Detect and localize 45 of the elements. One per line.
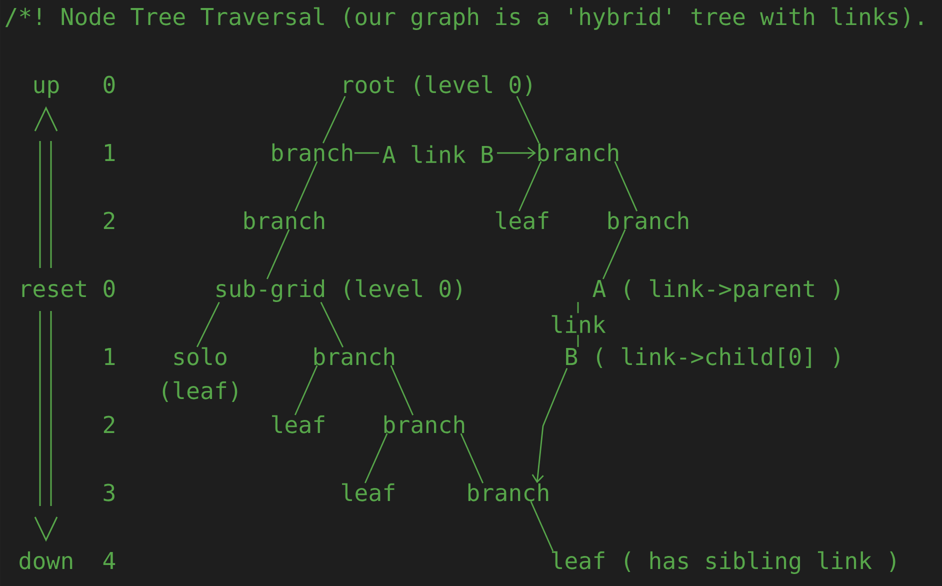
node-label: branch — [538, 143, 618, 162]
level-number: 0 — [104, 76, 115, 94]
tree-edge — [390, 365, 414, 416]
node-label: leaf ( has sibling link ) — [552, 551, 896, 574]
node-label: leaf — [496, 211, 548, 230]
node-label: branch — [272, 143, 352, 162]
level-number: 1 — [105, 144, 115, 161]
direction-label: reset — [22, 280, 86, 298]
tree-edge — [516, 96, 540, 144]
tree-edge — [322, 96, 346, 144]
tree-edge — [518, 161, 542, 212]
node-label: branch — [468, 483, 548, 502]
tree-edge — [460, 433, 484, 484]
tree-edge — [364, 433, 388, 484]
level-number: 1 — [105, 348, 115, 365]
node-label: B ( link->child[0] ) — [566, 347, 840, 368]
node-label: branch — [314, 347, 394, 366]
level-number: 2 — [104, 416, 114, 433]
tree-edge — [266, 229, 290, 280]
level-number: 2 — [104, 212, 114, 229]
tree-edge — [614, 161, 638, 212]
node-label: A ( link->parent ) — [592, 279, 840, 302]
tree-edge — [602, 229, 626, 280]
tree-edge — [294, 365, 318, 416]
node-label: leaf — [272, 415, 324, 434]
tree-edge — [196, 302, 220, 348]
tree-edge — [294, 161, 318, 212]
node-label: branch — [384, 415, 464, 434]
title-text: /*! Node Tree Traversal (our graph is a 'hybrid' tree with links). — [5, 7, 922, 30]
node-label: branch — [608, 211, 688, 230]
level-number: 0 — [104, 280, 115, 298]
direction-label: up — [34, 80, 59, 98]
level-number: 4 — [103, 552, 116, 569]
link-arrow — [532, 368, 568, 484]
edge-label: link — [547, 313, 609, 335]
node-label: leaf — [342, 483, 394, 502]
level-number: 3 — [104, 484, 114, 502]
node-label: solo (leaf) — [162, 347, 238, 402]
tree-edge — [320, 302, 344, 348]
tree-edge — [530, 501, 554, 552]
node-label: root (level 0) — [344, 75, 532, 96]
direction-label: down — [20, 551, 72, 570]
node-label: branch — [244, 211, 324, 230]
edge-label: A link B — [379, 143, 497, 165]
node-label: sub-grid (level 0) — [216, 279, 462, 302]
